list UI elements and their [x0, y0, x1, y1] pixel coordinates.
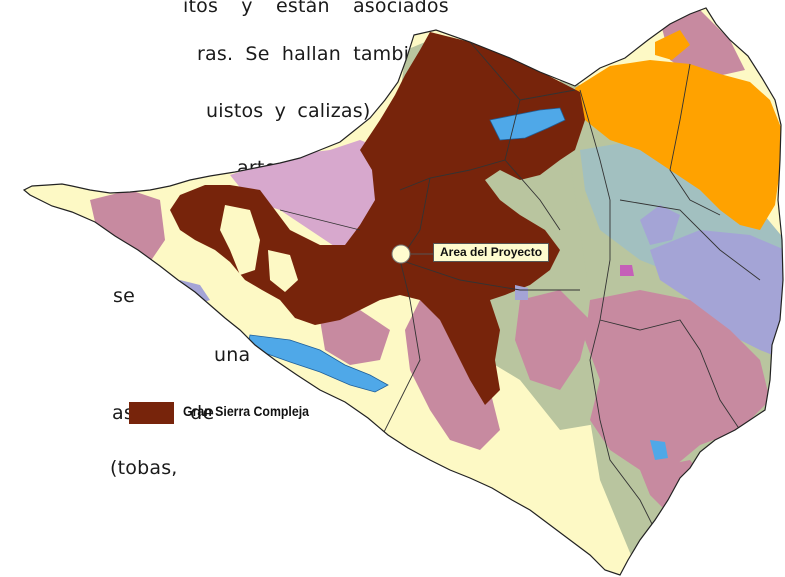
unit-mauve-central: [515, 290, 590, 390]
body-text-line-5: se: [113, 285, 135, 307]
district-boundaries: [279, 41, 761, 541]
body-text-line-3: uistos y calizas): [206, 100, 371, 122]
unit-mauve-south: [405, 300, 500, 450]
unit-orange-small: [655, 30, 690, 60]
legend-label-gran-sierra: Gran Sierra Compleja: [183, 403, 309, 419]
unit-mauve-north: [660, 10, 745, 80]
unit-gran-sierra-compleja: [170, 32, 585, 405]
body-text-line-2: ras. Se hallan también: [197, 43, 434, 65]
unit-mauve-west: [90, 190, 165, 262]
body-text-line-8: (tobas,: [110, 457, 178, 479]
unit-pink: [230, 140, 390, 250]
unit-mauve-mid: [320, 310, 390, 365]
unit-orange: [575, 60, 782, 230]
unit-alluvial-inlier-2: [268, 250, 298, 292]
reservoir: [489, 107, 566, 141]
unit-lavender-small: [640, 205, 680, 245]
project-marker: [391, 244, 411, 264]
body-text-line-1: itos y están asociados: [183, 0, 449, 17]
unit-mauve-se: [585, 290, 770, 470]
body-text-line-6: una: [214, 344, 251, 366]
unit-lavender: [650, 230, 783, 360]
unit-magenta-patch: [620, 265, 634, 276]
unit-alluvial-inlier: [220, 205, 260, 275]
unit-lavender-central: [515, 285, 528, 300]
legend-swatch-gran-sierra: [129, 402, 174, 424]
small-lake: [650, 440, 668, 460]
project-label: Area del Proyecto: [433, 243, 550, 262]
